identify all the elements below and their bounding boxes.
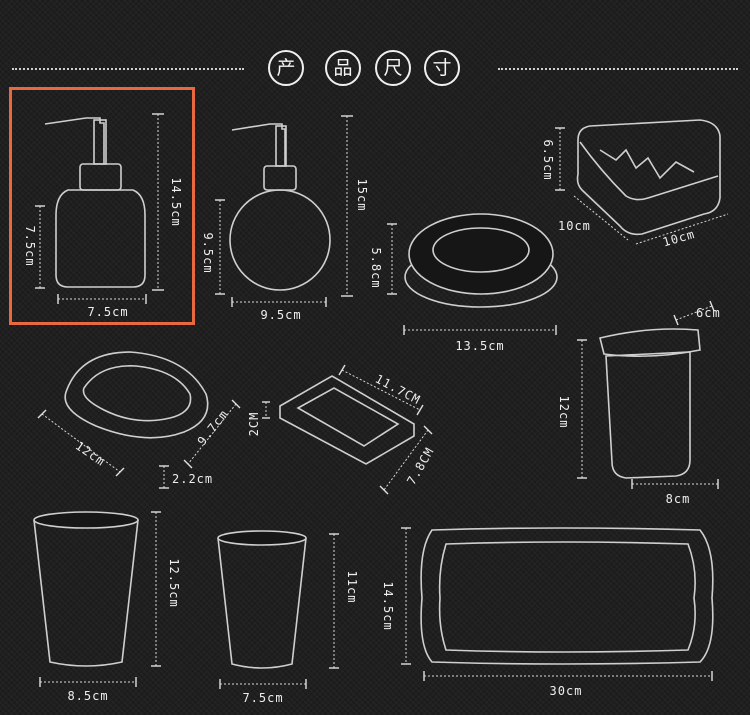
dim-length: 12cm <box>73 439 108 469</box>
tumbler-rim <box>33 511 139 529</box>
dim-width: 7.8CM <box>404 445 437 488</box>
dim-width: 13.5cm <box>455 339 504 353</box>
title-divider-left <box>12 68 244 70</box>
dim-length: 11.7CM <box>373 372 423 408</box>
round-soap-dish: 5.8cm 13.5cm <box>369 213 558 353</box>
tray: 14.5cm 30cm <box>381 527 714 698</box>
dim-height: 5.8cm <box>369 247 383 288</box>
selection-highlight <box>9 87 195 325</box>
tall-tumbler: 12.5cm 8.5cm <box>33 511 181 703</box>
dish-inner <box>82 365 192 422</box>
dim-height: 14.5cm <box>169 177 183 226</box>
dim-width: 7.5cm <box>242 691 283 705</box>
dim-depth: 6cm <box>696 306 721 320</box>
round-dispenser: 15cm 9.5cm 9.5cm <box>201 115 369 322</box>
dim-height: 6.5cm <box>541 139 555 180</box>
dim-width: 7.5cm <box>87 305 128 319</box>
square-box: 6.5cm 10cm 10cm <box>541 119 729 250</box>
box-lid-edge <box>579 141 719 201</box>
pump-nozzle <box>231 123 286 166</box>
dim-body-height: 9.5cm <box>201 232 215 273</box>
dish-outer <box>279 375 415 465</box>
dim-height: 11cm <box>345 571 359 604</box>
box-zigzag-pattern <box>599 148 695 180</box>
title-char-3: 尺 <box>375 50 411 86</box>
dim-body-height: 7.5cm <box>23 225 37 266</box>
holder-rim <box>599 328 701 358</box>
tray-inner <box>438 541 696 653</box>
dish-top <box>408 213 554 295</box>
dim-height: 12cm <box>557 396 571 429</box>
dispenser-body <box>55 189 146 288</box>
tray-outer <box>420 527 714 665</box>
square-dispenser: 14.5cm 7.5cm 7.5cm <box>23 113 183 319</box>
dim-width: 9.5cm <box>260 308 301 322</box>
tumbler-body <box>33 519 139 667</box>
tumbler-rim <box>217 530 307 546</box>
dim-width: 8.5cm <box>67 689 108 703</box>
toothbrush-holder: 6cm 12cm 8cm <box>557 300 721 506</box>
dim-height: 15cm <box>355 179 369 212</box>
title-char-1: 产 <box>268 50 304 86</box>
box-outline <box>576 119 721 236</box>
pump-collar <box>263 165 297 191</box>
title-char-4: 寸 <box>424 50 460 86</box>
dish-inner <box>296 387 400 447</box>
dim-depth: 10cm <box>558 219 591 233</box>
rect-soap-dish: 11.7CM 2CM 7.8CM <box>247 364 437 495</box>
title-divider-right <box>498 68 738 70</box>
dim-width: 9.7cm <box>195 407 231 448</box>
dim-height: 2CM <box>247 412 261 437</box>
dim-width: 8cm <box>666 492 691 506</box>
dish-well <box>432 227 530 273</box>
oval-soap-dish: 12cm 9.7cm 2.2cm <box>37 351 241 489</box>
dispenser-body <box>229 189 331 291</box>
dim-height: 2.2cm <box>172 472 213 486</box>
title-char-2: 品 <box>325 50 361 86</box>
section-title: 产 品 尺 寸 <box>0 48 750 88</box>
small-tumbler: 11cm 7.5cm <box>217 530 359 705</box>
dim-height: 12.5cm <box>167 558 181 607</box>
dim-width: 10cm <box>661 227 696 250</box>
holder-body <box>605 351 691 479</box>
dish-outer <box>64 351 209 439</box>
dim-height: 14.5cm <box>381 581 395 630</box>
tumbler-body <box>217 537 307 669</box>
dim-width: 30cm <box>550 684 583 698</box>
